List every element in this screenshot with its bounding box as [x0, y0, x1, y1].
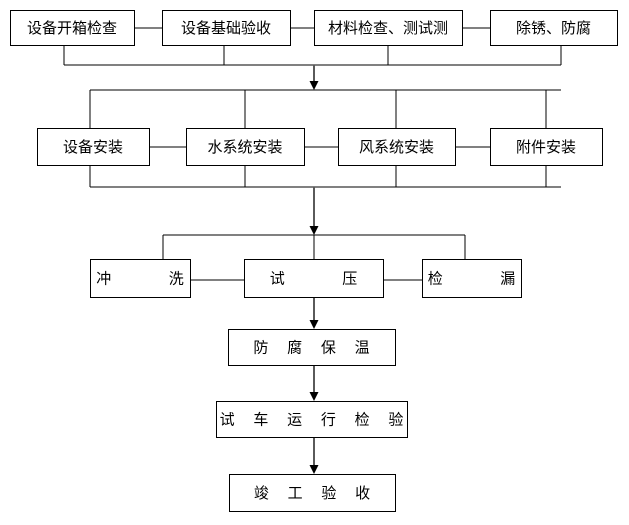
node-box-n10	[243, 258, 385, 299]
node-box-n12	[227, 328, 397, 367]
node-box-n13	[215, 400, 409, 439]
arrow-head-bus1-to-bus2	[309, 81, 319, 90]
node-label-n12: 防 腐 保 温	[253, 339, 376, 357]
node-label-n10: 试 压	[270, 270, 374, 288]
arrow-head-test-to-insulation	[309, 320, 319, 329]
node-label-n6: 水系统安装	[207, 138, 282, 156]
node-label-n1: 设备开箱检查	[27, 19, 117, 37]
node-label-n9: 冲 洗	[96, 270, 200, 288]
node-n1[interactable]: 设备开箱检查	[9, 9, 136, 47]
node-label-n3: 材料检查、测试测	[328, 19, 448, 37]
node-n10[interactable]: 试 压	[243, 258, 385, 299]
node-n12[interactable]: 防 腐 保 温	[227, 328, 397, 367]
node-box-n7	[337, 127, 457, 167]
node-box-n6	[185, 127, 306, 167]
node-box-n11	[421, 258, 523, 299]
node-box-n2	[161, 9, 292, 47]
node-label-n14: 竣 工 验 收	[254, 484, 377, 502]
node-label-n2: 设备基础验收	[181, 19, 271, 37]
node-label-n8: 附件安装	[516, 138, 576, 156]
node-n13[interactable]: 试 车 运 行 检 验	[215, 400, 411, 439]
arrow-head-bus2-to-bus3	[309, 226, 319, 235]
node-box-n5	[36, 127, 151, 167]
node-n8[interactable]: 附件安装	[489, 127, 604, 167]
connector-layer	[63, 27, 562, 474]
node-n9[interactable]: 冲 洗	[89, 258, 200, 299]
node-label-n11: 检 漏	[428, 270, 532, 288]
node-label-n7: 风系统安装	[359, 138, 434, 156]
arrow-head-trial-to-completion	[309, 465, 319, 474]
node-label-n5: 设备安装	[63, 138, 123, 156]
node-n2[interactable]: 设备基础验收	[161, 9, 292, 47]
node-n6[interactable]: 水系统安装	[185, 127, 306, 167]
node-box-n9	[89, 258, 192, 299]
arrow-head-insulation-to-trial	[309, 392, 319, 401]
node-box-n4	[489, 9, 619, 47]
node-n5[interactable]: 设备安装	[36, 127, 151, 167]
node-box-n8	[489, 127, 604, 167]
node-n4[interactable]: 除锈、防腐	[489, 9, 619, 47]
node-box-n14	[228, 473, 397, 513]
node-label-n4: 除锈、防腐	[516, 19, 591, 37]
node-label-n13: 试 车 运 行 检 验	[220, 411, 411, 429]
node-n3[interactable]: 材料检查、测试测	[313, 9, 464, 47]
node-box-n1	[9, 9, 136, 47]
node-n11[interactable]: 检 漏	[421, 258, 532, 299]
node-box-n3	[313, 9, 464, 47]
node-n14[interactable]: 竣 工 验 收	[228, 473, 397, 513]
node-n7[interactable]: 风系统安装	[337, 127, 457, 167]
